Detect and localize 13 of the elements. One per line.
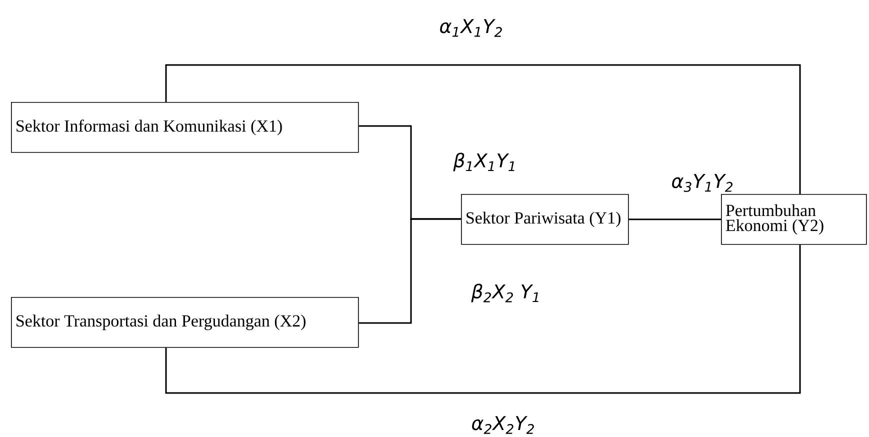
connector-line <box>358 218 461 324</box>
connector-line <box>165 244 801 394</box>
edge-label: α$_{3}$Y$_{1}$Y$_{2}$ <box>672 174 732 192</box>
process-box: Sektor Pariwisata (Y1) <box>461 194 629 245</box>
process-box: Sektor Transportasi dan Pergudangan (X2) <box>11 297 359 348</box>
connector-line <box>165 64 801 194</box>
edge-label: α$_{1}$X$_{1}$Y$_{2}$ <box>440 19 502 37</box>
process-box: Pertumbuhan Ekonomi (Y2) <box>721 194 867 245</box>
edge-label: α$_{2}$X$_{2}$Y$_{2}$ <box>472 416 534 434</box>
edge-label: β$_{1}$X$_{1}$Y$_{1}$ <box>453 152 514 172</box>
edge-label: β$_{2}$X$_{2}$ Y$_{1}$ <box>471 284 538 302</box>
connector-line <box>628 218 721 220</box>
process-box: Sektor Informasi dan Komunikasi (X1) <box>11 102 359 153</box>
